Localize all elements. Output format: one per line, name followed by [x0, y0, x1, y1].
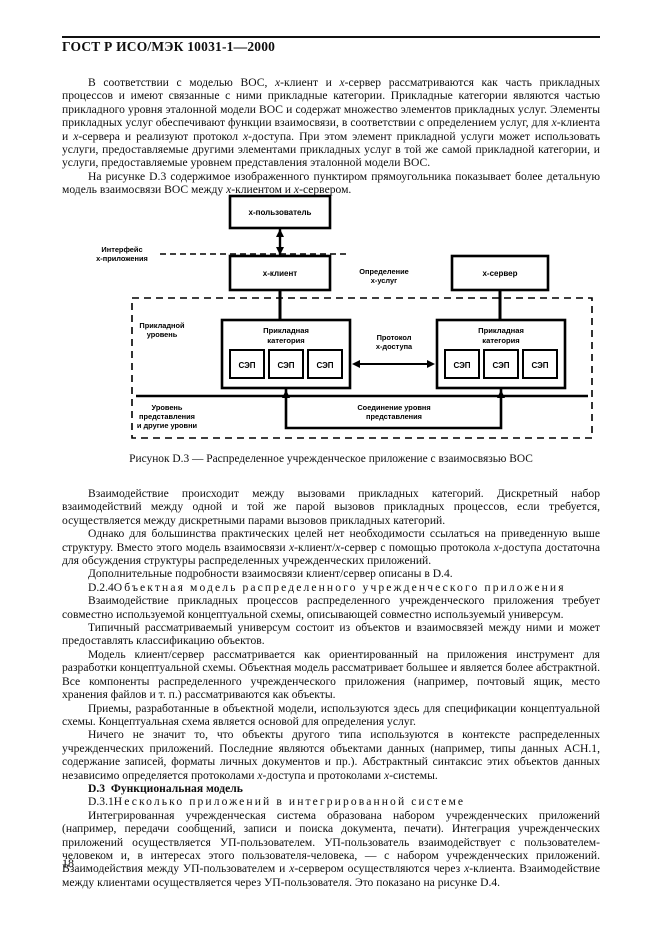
box-sep-right-1	[444, 349, 480, 379]
figure-d3: x-пользователь Интерфейс x-приложения x-…	[62, 188, 600, 473]
box-sep-left-3	[307, 349, 343, 379]
heading-d31-number: D.3.1	[88, 795, 114, 809]
arrowhead-up-user	[276, 229, 284, 237]
paragraph-intro-2: На рисунке D.3 содержимое изображенного …	[62, 169, 600, 197]
paragraph-d24-4: Приемы, разработанные в объектной модели…	[62, 701, 600, 728]
label-application-layer-line1: Прикладной	[139, 321, 185, 330]
label-interface-line2: x-приложения	[96, 254, 148, 263]
label-category-right-line2: категория	[482, 336, 519, 345]
paragraph-d24-2: Типичный рассматриваемый универсум состо…	[62, 621, 600, 648]
label-sep-right-2: СЭП	[492, 361, 509, 370]
figure-caption: Рисунок D.3 — Распределенное учрежденчес…	[129, 453, 533, 465]
paragraph-d24-3: Модель клиент/сервер рассматривается как…	[62, 647, 601, 702]
header-rule	[62, 36, 600, 38]
arrowhead-presentation-left	[282, 390, 290, 398]
label-protocol-line2: x-доступа	[376, 342, 413, 351]
paragraph-d24-1: Взаимодействие прикладных процессов расп…	[62, 594, 600, 621]
label-protocol-line1: Протокол	[377, 333, 412, 342]
box-sep-right-2	[483, 349, 519, 379]
dashed-boundary-rect	[131, 297, 593, 439]
paragraph-after-fig-3: Дополнительные подробности взаимосвязи к…	[88, 567, 453, 581]
heading-d24-title: Объектная модель распределенного учрежде…	[113, 580, 566, 594]
box-sep-left-2	[268, 349, 304, 379]
page-number: 18	[62, 856, 74, 870]
label-category-left-line1: Прикладная	[263, 326, 309, 335]
label-sep-left-2: СЭП	[277, 361, 294, 370]
page-header: ГОСТ Р ИСО/МЭК 10031-1—2000	[62, 38, 600, 56]
heading-d3: D.3 Функциональная модель	[62, 782, 600, 795]
box-sep-right-3	[522, 349, 558, 379]
label-category-left-line2: категория	[267, 336, 304, 345]
box-x-user-label: x-пользователь	[249, 208, 312, 217]
arrowhead-protocol-left	[352, 360, 360, 368]
paragraph-d24-5: Ничего не значит то, что объекты другого…	[62, 728, 600, 782]
box-sep-left-1	[229, 349, 265, 379]
standard-title: ГОСТ Р ИСО/МЭК 10031-1—2000	[62, 39, 276, 54]
heading-d24: D.2.4Объектная модель распределенного уч…	[62, 581, 600, 594]
heading-d31: D.3.1Несколько приложений в интегрирован…	[62, 795, 600, 808]
box-x-client-label: x-клиент	[263, 269, 297, 278]
paragraph-after-fig-1: Взаимодействие происходит между вызовами…	[62, 487, 600, 527]
heading-d24-number: D.2.4	[88, 580, 114, 594]
heading-d31-title: Несколько приложений в интегрированной с…	[113, 795, 466, 809]
label-presentation-layer-line1: Уровень	[152, 403, 183, 412]
label-category-right-line1: Прикладная	[478, 326, 524, 335]
box-x-user	[228, 194, 332, 230]
label-service-definition-line2: x-услуг	[371, 276, 397, 285]
label-presentation-connection-line1: Соединение уровня	[357, 403, 430, 412]
label-service-definition-line1: Определение	[359, 267, 408, 276]
label-interface-line1: Интерфейс	[101, 245, 142, 254]
label-presentation-connection-line2: представления	[366, 412, 422, 421]
heading-d3-number: D.3	[88, 781, 106, 795]
paragraph-d31-1: Интегрированная учрежденческая система о…	[62, 808, 600, 889]
arrowhead-presentation-right	[497, 390, 505, 398]
arrowhead-protocol-right	[427, 360, 435, 368]
label-sep-right-3: СЭП	[531, 361, 548, 370]
box-x-server-label: x-сервер	[482, 269, 517, 278]
label-presentation-layer-line3: и другие уровни	[137, 421, 198, 430]
label-sep-right-1: СЭП	[453, 361, 470, 370]
paragraph-intro-1: В соответствии с моделью ВОС, x-клиент и…	[62, 76, 600, 170]
body-content: В соответствии с моделью ВОС, x-клиент и…	[62, 76, 600, 197]
presentation-connection-path	[284, 388, 503, 430]
arrowhead-down-client	[276, 247, 284, 255]
label-sep-left-3: СЭП	[316, 361, 333, 370]
label-application-layer-line2: уровень	[147, 330, 178, 339]
body-content-lower: Взаимодействие происходит между вызовами…	[62, 487, 600, 889]
figure-d3-diagram: x-пользователь Интерфейс x-приложения x-…	[96, 194, 593, 439]
heading-d3-title: Функциональная модель	[110, 781, 243, 795]
label-sep-left-1: СЭП	[238, 361, 255, 370]
paragraph-after-fig-2: Однако для большинства практических целе…	[62, 527, 601, 568]
label-presentation-layer-line2: представления	[139, 412, 195, 421]
